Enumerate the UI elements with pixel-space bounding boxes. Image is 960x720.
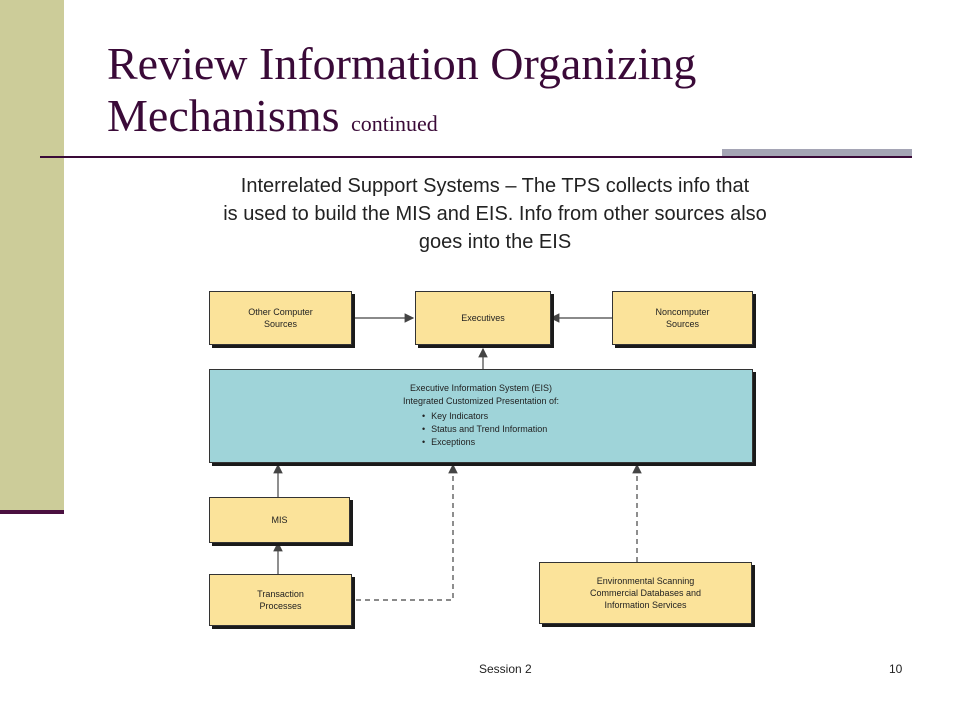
eis-subtitle: Integrated Customized Presentation of: <box>402 396 560 406</box>
subtitle-line-3: goes into the EIS <box>418 231 572 253</box>
left-accent-line <box>0 510 64 514</box>
other-sources-line-1: Other Computer <box>248 307 313 317</box>
page-number: 10 <box>889 662 903 676</box>
transaction-line-2: Processes <box>259 601 302 611</box>
mis-label: MIS <box>271 515 288 525</box>
transaction-line-1: Transaction <box>257 589 304 599</box>
eis-box: Executive Information System (EIS) Integ… <box>209 369 753 463</box>
mis-box: MIS <box>209 497 350 543</box>
noncomputer-line-1: Noncomputer <box>655 307 710 317</box>
environmental-line-3: Information Services <box>604 600 687 610</box>
environmental-line-1: Environmental Scanning <box>596 576 695 586</box>
slide-subtitle: Interrelated Support Systems – The TPS c… <box>100 172 890 256</box>
eis-bullet-list: Key Indicators Status and Trend Informat… <box>210 410 752 449</box>
eis-title: Executive Information System (EIS) <box>409 383 553 393</box>
executives-box: Executives <box>415 291 551 345</box>
title-main: Review Information Organizing Mechanisms <box>107 38 697 141</box>
slide-title: Review Information Organizing Mechanisms… <box>107 38 927 150</box>
subtitle-line-1: Interrelated Support Systems – The TPS c… <box>240 175 750 197</box>
title-suffix: continued <box>351 111 438 136</box>
title-rule-accent <box>722 149 912 156</box>
footer-session: Session 2 <box>479 662 532 676</box>
other-sources-line-2: Sources <box>263 319 298 329</box>
executives-label: Executives <box>461 313 505 323</box>
eis-bullet: Exceptions <box>422 436 752 449</box>
diagram-arrows <box>273 313 642 601</box>
eis-bullet: Status and Trend Information <box>422 423 752 436</box>
left-accent-bar <box>0 0 64 512</box>
title-rule <box>40 156 912 158</box>
eis-bullet: Key Indicators <box>422 410 752 423</box>
arrow-transaction-to-eis-dashed <box>356 463 458 601</box>
noncomputer-line-2: Sources <box>665 319 700 329</box>
subtitle-line-2: is used to build the MIS and EIS. Info f… <box>223 203 767 225</box>
environmental-line-2: Commercial Databases and <box>589 588 702 598</box>
